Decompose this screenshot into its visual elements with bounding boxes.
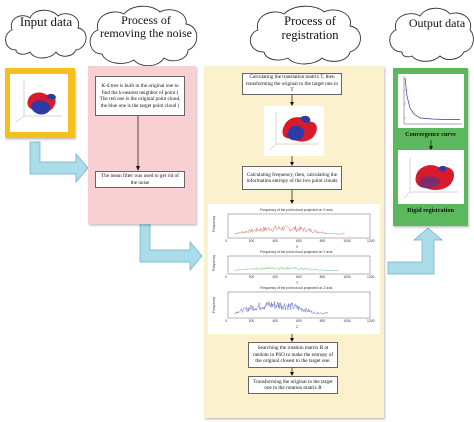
frequency-signals <box>233 224 345 315</box>
plot-y-axis-label: Y <box>296 281 299 285</box>
mean-filter-step: The mean filter was used to get rid of t… <box>95 171 185 188</box>
cloud-shape-input <box>5 9 87 59</box>
plot-x-xtick: 0 <box>225 239 227 243</box>
convergence-curve-caption: Convergence curve <box>405 131 456 138</box>
plot-z-ylabel: Frequency <box>212 296 216 313</box>
plot-y-xtick: 400 <box>272 275 278 279</box>
plot-x-ylabel: Frequency <box>212 215 216 232</box>
rotation-transform-step: Transforming the original to the target … <box>248 376 338 394</box>
plot-y-xtick: 600 <box>296 275 302 279</box>
plot-z-xtick: 200 <box>248 319 255 323</box>
plot-z-frame <box>227 291 371 319</box>
plot-x-xtick: 600 <box>296 239 302 243</box>
plot-y-signal <box>233 266 340 271</box>
plot-z-xtick: 600 <box>296 319 302 323</box>
input-point-cloud-image <box>10 74 68 132</box>
plot-y-xtick: 800 <box>319 275 326 279</box>
translation-step: Calculating the translation matrix T, th… <box>242 73 342 95</box>
plot-y-frame <box>227 255 371 275</box>
plot-z-xtick: 800 <box>319 319 326 323</box>
plot-z-xtick: 0 <box>225 319 227 323</box>
plot-z-xtick: 400 <box>272 319 278 323</box>
header-input-data: Input data <box>19 14 73 29</box>
plot-x-signal <box>233 224 345 235</box>
cloud-shape-registration <box>249 5 361 65</box>
header-removing-noise: Process of removing the noise <box>100 13 192 41</box>
plot-y-xtick: 1200 <box>367 275 375 279</box>
plot-x-frame <box>227 213 371 239</box>
kd-tree-step: K-d tree is built in the original one to… <box>95 76 185 116</box>
plot-y-xtick: 200 <box>248 275 255 279</box>
rotation-search-step: Searching the rotation matrix R at rando… <box>248 342 338 368</box>
plot-x-xtick: 800 <box>319 239 326 243</box>
header-registration: Process of registration <box>281 14 339 42</box>
plot-y-title: Frequency of the point cloud projected o… <box>260 250 333 254</box>
plot-x-xtick: 1000 <box>343 239 351 243</box>
arrow-input-to-noise <box>29 141 89 183</box>
plot-y-xtick: 0 <box>225 275 227 279</box>
frequency-step: Calculating frequency, then, calculating… <box>242 166 342 190</box>
rigid-registration-caption: Rigid registration <box>407 207 454 214</box>
plot-x-xtick: 1200 <box>367 239 375 243</box>
cloud-shape-noise <box>89 5 198 67</box>
plot-z-title: Frequency of the point cloud projected o… <box>260 286 333 290</box>
plot-x-axis-label: X <box>296 245 299 249</box>
rigid-registration-image <box>398 150 464 204</box>
plot-x-xtick: 400 <box>272 239 278 243</box>
plot-y-ylabel: Frequency <box>212 254 216 271</box>
plot-z-xtick: 1200 <box>367 319 375 323</box>
arrow-noise-to-registration <box>139 221 203 271</box>
convergence-curve-image <box>398 74 464 128</box>
plot-z-signal <box>233 301 328 315</box>
plot-y-xtick: 1000 <box>343 275 351 279</box>
plot-z-axis-label: Z <box>296 325 299 329</box>
plot-z-xtick: 1000 <box>343 319 351 323</box>
registration-point-cloud-image <box>264 106 324 156</box>
plot-x-xtick: 200 <box>248 239 255 243</box>
header-output-data: Output data <box>408 16 466 30</box>
cloud-shape-output <box>389 7 474 62</box>
plot-x-title: Frequency of the point cloud projected o… <box>260 208 333 212</box>
arrow-registration-to-output <box>387 227 443 275</box>
